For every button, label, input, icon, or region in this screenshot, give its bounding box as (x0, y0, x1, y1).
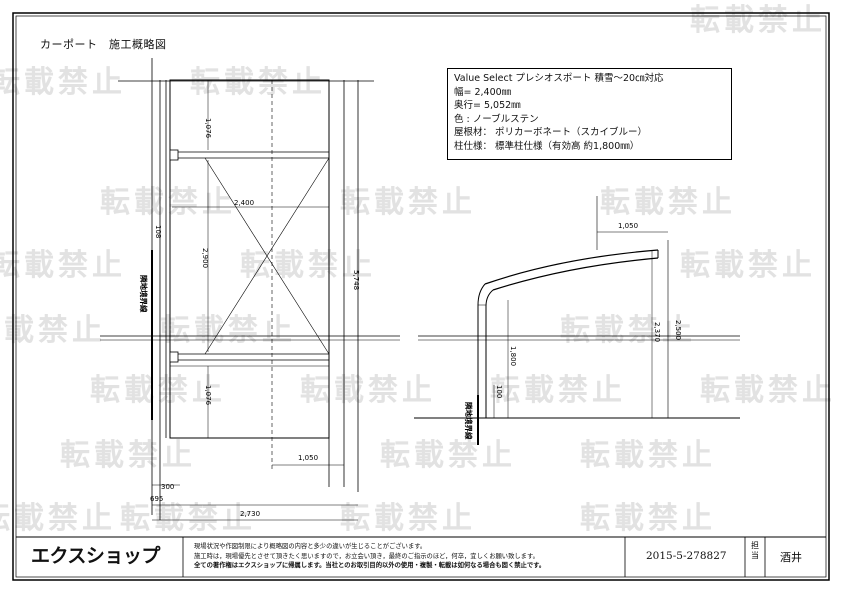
dim-side-offset: 695 (150, 495, 163, 503)
elevation-view (414, 196, 740, 445)
dim-top-depth: 1,076 (204, 118, 212, 139)
watermark-text: 転載禁止 (190, 65, 326, 100)
sheet-inner-border (15, 15, 827, 578)
watermark-layer: 転載禁止 転載禁止 転載禁止 転載禁止 転載禁止 転載禁止 転載禁止 転載禁止 … (0, 3, 836, 536)
watermark-text: 転載禁止 (380, 438, 516, 473)
drawing-title: カーポート 施工概略図 (40, 38, 167, 51)
watermark-text: 転載禁止 (240, 248, 376, 283)
watermark-text: 転載禁止 (680, 248, 816, 283)
watermark-text: 転載禁止 (580, 501, 716, 536)
footer-note: 全ての著作権はエクスショップに帰属します。当社とのお取引目的以外の使用・複製・転… (194, 562, 546, 569)
dim-total-depth: 5,748 (352, 270, 360, 290)
spec-product: Value Select プレシオスポート 積雪～20㎝対応 (454, 73, 664, 84)
watermark-text: 転載禁止 (90, 373, 226, 408)
watermark-text: 転載禁止 (700, 373, 836, 408)
footer-note: 施工時は，現場優先とさせて頂きたく思いますので，お立会い頂き，最終のご指示のほど… (194, 552, 539, 560)
sheet-border (12, 12, 830, 581)
watermark-text: 転載禁止 (300, 373, 436, 408)
spec-depth: 奥行= 5,052㎜ (454, 100, 521, 112)
dim-offset: 1,050 (298, 454, 318, 462)
dim-height: 2,370 (653, 322, 661, 342)
document-number: 2015-5-278827 (646, 550, 727, 562)
dim-base: 100 (495, 385, 503, 398)
dim-post-offset: 300 (161, 483, 174, 491)
footer-notes: 現場状況や作図制限により概略図の内容と多少の違いが生じることがございます。 施工… (194, 542, 545, 571)
dim-overhang: 1,050 (618, 222, 638, 230)
dim-width: 2,400 (234, 199, 254, 207)
charge-name: 酒井 (780, 551, 802, 564)
watermark-text: 転載禁止 (340, 501, 476, 536)
boundary-label: 隣地境界線 (139, 275, 149, 313)
dim-span: 2,900 (201, 248, 209, 268)
dim-clear-height: 1,800 (509, 346, 517, 366)
watermark-text: 転載禁止 (560, 313, 696, 348)
watermark-text: 転載禁止 (0, 501, 116, 536)
watermark-text: 転載禁止 (490, 373, 626, 408)
spec-color: 色 : ノーブルステン (454, 113, 539, 125)
watermark-text: 転載禁止 (340, 185, 476, 220)
dim-left-small: 108 (154, 225, 162, 238)
watermark-text: 転載禁止 (120, 501, 256, 536)
footer-note: 現場状況や作図制限により概略図の内容と多少の違いが生じることがございます。 (194, 543, 427, 550)
spec-width: 幅= 2,400㎜ (454, 86, 512, 98)
plan-view (100, 58, 400, 521)
watermark-text: 転載禁止 (0, 248, 126, 283)
watermark-text: 転載禁止 (60, 438, 196, 473)
charge-label: 担当 (751, 541, 759, 560)
dim-total-width: 2,730 (240, 510, 260, 518)
watermark-text: 転載禁止 (0, 313, 106, 348)
elevation-dimension-labels: 1,050 2,500 2,370 1,800 100 隣地境界線 (464, 222, 682, 440)
watermark-text: 転載禁止 (0, 65, 126, 100)
watermark-text: 転載禁止 (600, 185, 736, 220)
dim-bottom-depth: 1,076 (204, 385, 212, 406)
spec-roof-material: 屋根材： ポリカーボネート（スカイブルー） (454, 127, 648, 139)
spec-box: Value Select プレシオスポート 積雪～20㎝対応 幅= 2,400㎜… (447, 68, 732, 160)
boundary-label: 隣地境界線 (464, 402, 474, 440)
watermark-text: 転載禁止 (160, 313, 296, 348)
watermark-text: 転載禁止 (690, 3, 826, 38)
plan-dimension-labels: 1,076 1,076 2,400 2,900 108 5,748 1,050 … (139, 118, 360, 518)
watermark-text: 転載禁止 (100, 185, 236, 220)
spec-post: 柱仕様： 標準柱仕様（有効高 約1,800㎜） (454, 140, 640, 152)
dim-total-height: 2,500 (674, 320, 682, 340)
company-logo: エクスショップ (31, 545, 160, 567)
watermark-text: 転載禁止 (580, 438, 716, 473)
